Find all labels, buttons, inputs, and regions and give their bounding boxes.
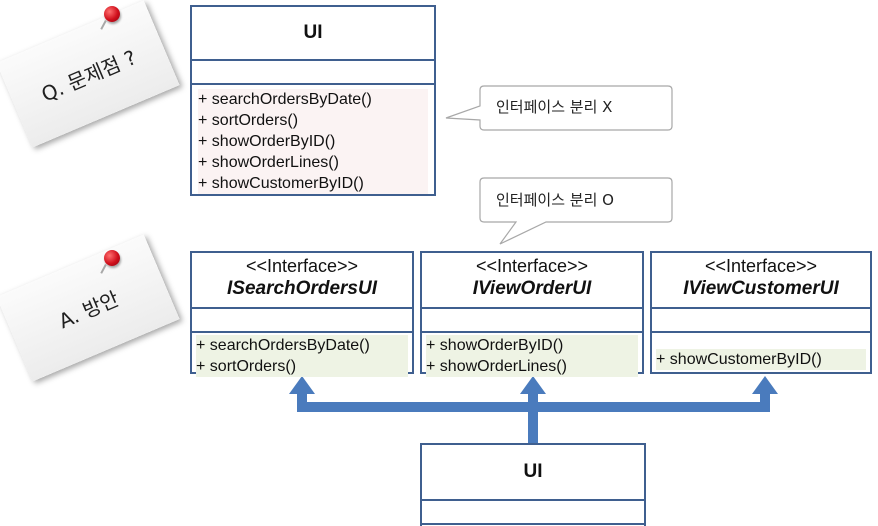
operation: + showCustomerByID() bbox=[198, 173, 428, 194]
operations-compartment: + searchOrdersByDate() + sortOrders() bbox=[192, 333, 412, 379]
operation: + showOrderLines() bbox=[426, 356, 638, 377]
operation: + sortOrders() bbox=[198, 110, 428, 131]
divider bbox=[192, 83, 434, 85]
arrow-stem-center bbox=[528, 392, 538, 444]
divider bbox=[652, 331, 870, 333]
attributes-compartment bbox=[192, 309, 412, 331]
pushpin-icon bbox=[104, 250, 120, 266]
arrow-stem-right bbox=[760, 392, 770, 412]
attributes-compartment bbox=[652, 309, 870, 331]
stereotype-label: <<Interface>> bbox=[475, 256, 589, 276]
divider bbox=[422, 307, 642, 309]
callout-o-bubble bbox=[479, 177, 673, 245]
ui-class-implementation: UI bbox=[420, 443, 646, 526]
divider bbox=[422, 331, 642, 333]
realization-arrows bbox=[289, 376, 778, 444]
interface-header: <<Interface>> IViewCustomerUI bbox=[652, 253, 870, 307]
pushpin-icon bbox=[104, 6, 120, 22]
operation: + showOrderLines() bbox=[198, 152, 428, 173]
stereotype-label: <<Interface>> bbox=[704, 256, 818, 276]
stereotype-label: <<Interface>> bbox=[245, 256, 359, 276]
arrow-stem-left bbox=[297, 392, 307, 412]
question-label: Q. 문제점 ? bbox=[37, 44, 140, 107]
operation: + searchOrdersByDate() bbox=[196, 335, 408, 356]
divider bbox=[192, 59, 434, 61]
interface-view-order: <<Interface>> IViewOrderUI + showOrderBy… bbox=[420, 251, 644, 377]
attributes-compartment bbox=[192, 61, 434, 83]
arrowhead-right bbox=[752, 376, 778, 394]
arrowhead-center bbox=[520, 376, 546, 394]
interface-search-orders: <<Interface>> ISearchOrdersUI + searchOr… bbox=[190, 251, 414, 377]
interface-name: IViewOrderUI bbox=[472, 278, 592, 299]
divider bbox=[192, 331, 412, 333]
interface-name: ISearchOrdersUI bbox=[227, 278, 377, 299]
operation: + showOrderByID() bbox=[426, 335, 638, 356]
interface-header: <<Interface>> ISearchOrdersUI bbox=[192, 253, 412, 307]
divider bbox=[422, 523, 644, 525]
interface-header: <<Interface>> IViewOrderUI bbox=[422, 253, 642, 307]
class-title: UI bbox=[303, 22, 323, 43]
operations-compartment: + searchOrdersByDate() + sortOrders() + … bbox=[192, 85, 434, 198]
answer-label: A. 방안 bbox=[54, 286, 123, 333]
interface-name: IViewCustomerUI bbox=[683, 278, 839, 299]
attributes-compartment bbox=[422, 501, 644, 523]
attributes-compartment bbox=[422, 309, 642, 331]
divider bbox=[652, 307, 870, 309]
callout-o-text: 인터페이스 분리 O bbox=[496, 191, 614, 209]
callout-x-text: 인터페이스 분리 X bbox=[496, 98, 613, 116]
arrowhead-left bbox=[289, 376, 315, 394]
class-title: UI bbox=[523, 461, 543, 482]
operations-compartment: + showCustomerByID() bbox=[652, 333, 870, 372]
operation: + sortOrders() bbox=[196, 356, 408, 377]
operation: + showCustomerByID() bbox=[656, 349, 866, 370]
interface-view-customer: <<Interface>> IViewCustomerUI + showCust… bbox=[650, 251, 872, 374]
divider bbox=[422, 499, 644, 501]
operation: + searchOrdersByDate() bbox=[198, 89, 428, 110]
callout-x-bubble bbox=[445, 85, 673, 131]
operation: + showOrderByID() bbox=[198, 131, 428, 152]
divider bbox=[192, 307, 412, 309]
ui-class-original: UI + searchOrdersByDate() + sortOrders()… bbox=[190, 5, 436, 196]
operations-compartment: + showOrderByID() + showOrderLines() bbox=[422, 333, 642, 379]
